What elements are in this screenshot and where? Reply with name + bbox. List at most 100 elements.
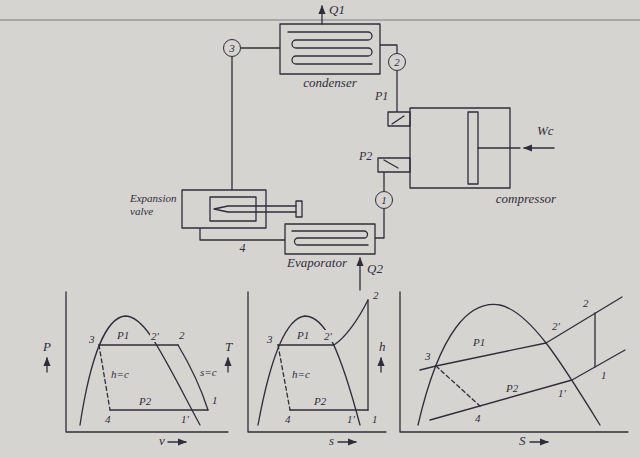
axis-arrow [168, 441, 186, 442]
state-label: 2' [150, 330, 160, 342]
state-label: 2 [582, 297, 590, 309]
refrigerant-pipe [383, 172, 384, 191]
state-number: 3 [229, 43, 235, 54]
refrigerant-pipe [396, 71, 397, 112]
throttling-line [278, 345, 290, 410]
suction-port [378, 158, 410, 172]
heat-label: Q1 [328, 3, 346, 17]
axis-arrow [46, 358, 47, 372]
evaporator-coil [292, 231, 368, 245]
evaporating-line [290, 409, 368, 410]
pressure-label: P1 [374, 90, 389, 103]
unit-name: Evaporator [287, 256, 373, 271]
evaporator-casing [285, 224, 375, 254]
condenser-casing [280, 24, 380, 74]
axis-label: S [518, 434, 527, 448]
throttling-line [99, 345, 110, 410]
pressure-line [420, 297, 622, 370]
refrigerant-pipe [380, 45, 397, 53]
axis-label: h [378, 340, 387, 354]
state-label: 3 [88, 333, 96, 345]
state-label: 2 [178, 329, 186, 341]
state-label: 2' [323, 330, 333, 342]
unit-name: compressor [382, 192, 556, 207]
chart-axes [400, 292, 628, 432]
pressure-label: P1 [116, 329, 130, 341]
state-label: 2' [551, 320, 561, 332]
heat-label: Q2 [366, 262, 384, 276]
throttling-line [436, 366, 480, 406]
condensing-line [278, 300, 368, 345]
process-label: h=c [110, 368, 130, 380]
pressure-label: P2 [138, 395, 152, 407]
saturation-dome [80, 316, 200, 425]
axis-arrow [380, 358, 381, 372]
state-label: 4 [474, 412, 482, 424]
pressure-label: P2 [505, 382, 519, 394]
axis-label: T [224, 340, 233, 354]
compressor-piston [468, 112, 478, 184]
state-label: 1' [557, 387, 567, 399]
axis-arrow [338, 441, 356, 442]
axis-label: P [42, 340, 52, 354]
valve-flap [384, 160, 398, 168]
work-arrow [524, 147, 554, 148]
evaporating-line [110, 409, 208, 410]
compression-line [594, 313, 595, 367]
pressure-label: P1 [472, 336, 486, 348]
state-label: 3 [424, 350, 432, 362]
state-label: 4 [284, 413, 292, 425]
state-label: 3 [266, 333, 274, 345]
state-number: 2 [394, 57, 400, 68]
compression-line [367, 300, 368, 410]
heat-arrow [321, 6, 322, 24]
saturation-dome [258, 316, 360, 425]
condensing-line [99, 344, 178, 345]
state-number: 1 [381, 195, 387, 206]
process-label: h=c [291, 368, 311, 380]
pipe-group [200, 45, 397, 240]
condenser-unit: condenser [280, 24, 380, 94]
state-label: 1 [211, 394, 219, 406]
state-point-circle: 1 [375, 191, 393, 209]
saturation-dome [418, 304, 600, 425]
valve-handle [296, 201, 302, 217]
evaporator-unit: Evaporator [285, 224, 375, 274]
heat-arrow [359, 258, 360, 290]
state-point-circle: 2 [388, 53, 406, 71]
state-label: 1 [600, 369, 608, 381]
state-label: 1' [180, 413, 190, 425]
refrigerant-pipe [375, 209, 384, 238]
pressure-label: P2 [313, 395, 327, 407]
state-label: 2 [372, 289, 380, 301]
axis-label: s [328, 434, 335, 448]
chart-axes [66, 292, 228, 432]
pressure-label: P2 [358, 150, 373, 163]
axis-arrow [227, 358, 228, 372]
discharge-port [388, 112, 410, 126]
state-label: 1 [371, 413, 379, 425]
ink-group [47, 6, 628, 442]
unit-name: Expansion valve [130, 192, 182, 217]
unit-name: condenser [284, 76, 376, 91]
work-label: Wc [536, 124, 555, 138]
process-label: s=c [199, 366, 218, 378]
valve-flap [392, 116, 404, 124]
expansion-valve: Expansion valve [128, 186, 302, 220]
refrigerant-pipe [241, 47, 280, 48]
valve-needle [214, 206, 296, 212]
condenser-coil [288, 32, 372, 64]
axis-label: v [158, 434, 166, 448]
state-point-circle: 3 [223, 39, 241, 57]
state-label: 4 [239, 242, 247, 255]
axis-arrow [530, 441, 548, 442]
valve-body [182, 190, 266, 228]
chart-axes [248, 292, 386, 432]
state-label: 4 [104, 413, 112, 425]
state-label: 1' [346, 413, 356, 425]
page-rule [0, 20, 640, 21]
